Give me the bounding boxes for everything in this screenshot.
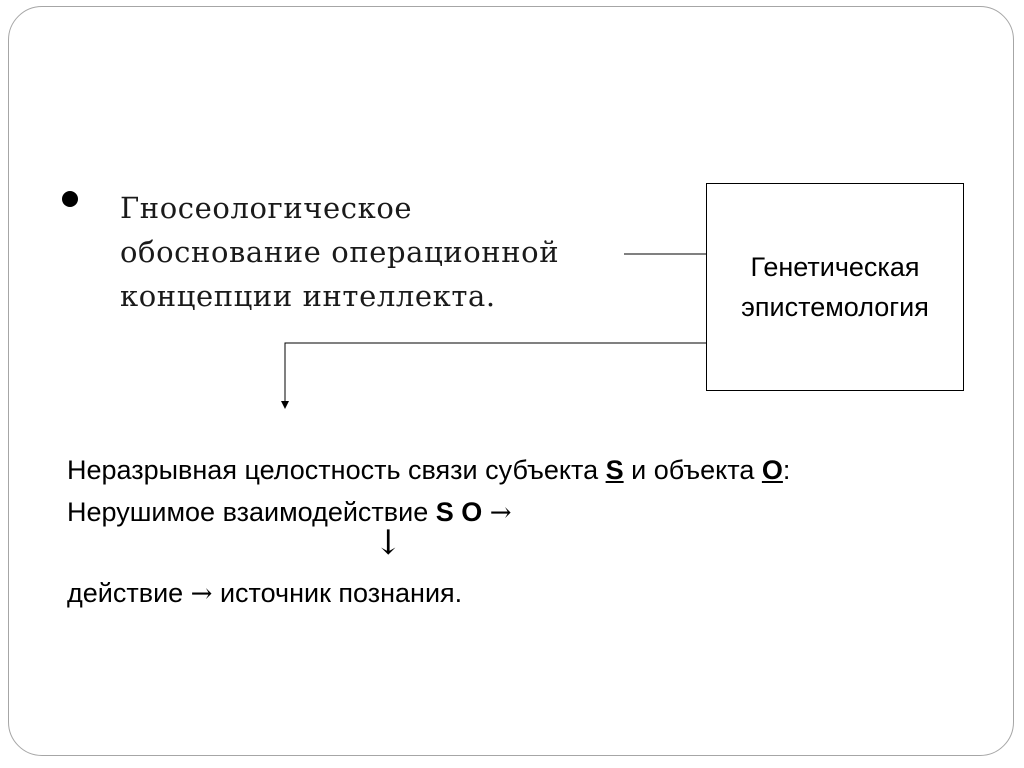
object-symbol: O: [761, 455, 783, 485]
bullet-text: Гносеологическое обоснование операционно…: [120, 186, 640, 318]
statement-line-2-prefix: Нерушимое взаимодействие: [67, 497, 436, 527]
statement-line-3: действие → источник познания.: [67, 575, 462, 612]
bullet-text-line-1: Гносеологическое: [120, 191, 413, 225]
bullet-point: [62, 191, 78, 207]
statement-line-1-middle: и объекта: [623, 455, 762, 485]
box-to-statement-connector: [284, 342, 706, 402]
statement-line-3-suffix: источник познания.: [212, 578, 463, 608]
statement-line-1-suffix: :: [782, 455, 791, 485]
statement-line-2: Нерушимое взаимодействие S O →: [67, 494, 512, 531]
statement-line-3-prefix: действие: [67, 578, 191, 608]
down-arrow-icon: ↓: [374, 523, 403, 563]
interaction-symbols: S O: [435, 497, 483, 527]
slide-frame: [8, 6, 1014, 756]
statement-line-1-prefix: Неразрывная целостность связи субъекта: [67, 455, 606, 485]
box-line-2: эпистемология: [741, 292, 929, 322]
genetic-epistemology-box: Генетическая эпистемология: [706, 183, 964, 391]
bullet-text-line-3: концепции интеллекта.: [120, 279, 496, 313]
bullet-text-line-2: обоснование операционной: [120, 235, 560, 269]
right-arrow-icon-2: →: [190, 579, 213, 609]
box-line-1: Генетическая: [750, 252, 920, 282]
connector-arrowhead: [281, 401, 289, 409]
right-arrow-icon: →: [489, 498, 512, 528]
statement-line-1: Неразрывная целостность связи субъекта S…: [67, 452, 790, 488]
subject-symbol: S: [605, 455, 624, 485]
